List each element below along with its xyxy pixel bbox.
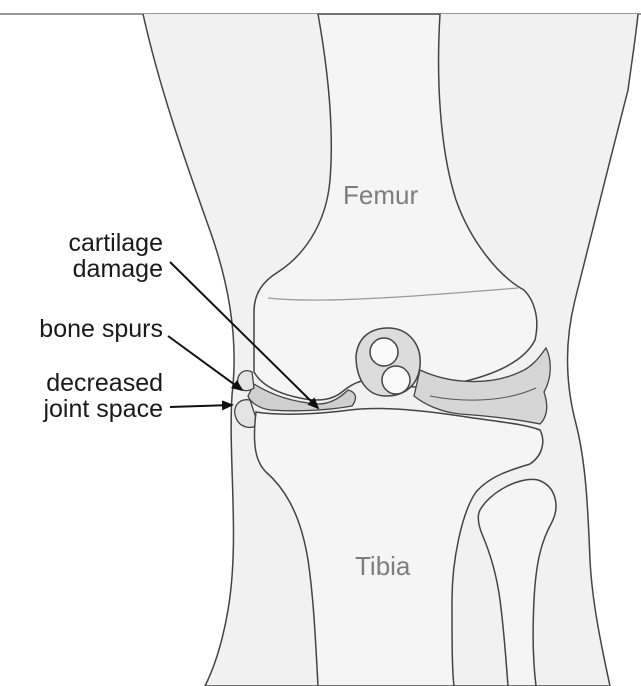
cartilage-damage-label: cartilage damage: [69, 230, 164, 282]
bone-spurs-label: bone spurs: [39, 316, 163, 342]
cartilage-damage-label-line2: damage: [69, 256, 164, 282]
decreased-joint-space-label: decreased joint space: [43, 370, 163, 422]
decreased-joint-space-label-line1: decreased: [43, 370, 163, 396]
ligament-upper: [370, 338, 398, 366]
decreased-joint-space-label-line2: joint space: [43, 396, 163, 422]
ligament-lower: [382, 366, 410, 394]
arrow-decreased-joint-space: [170, 405, 232, 407]
cartilage-damage-label-line1: cartilage: [69, 230, 164, 256]
tibia-label: Tibia: [355, 551, 410, 582]
femur-label: Femur: [343, 180, 418, 211]
arrow-bone-spurs: [168, 336, 242, 390]
